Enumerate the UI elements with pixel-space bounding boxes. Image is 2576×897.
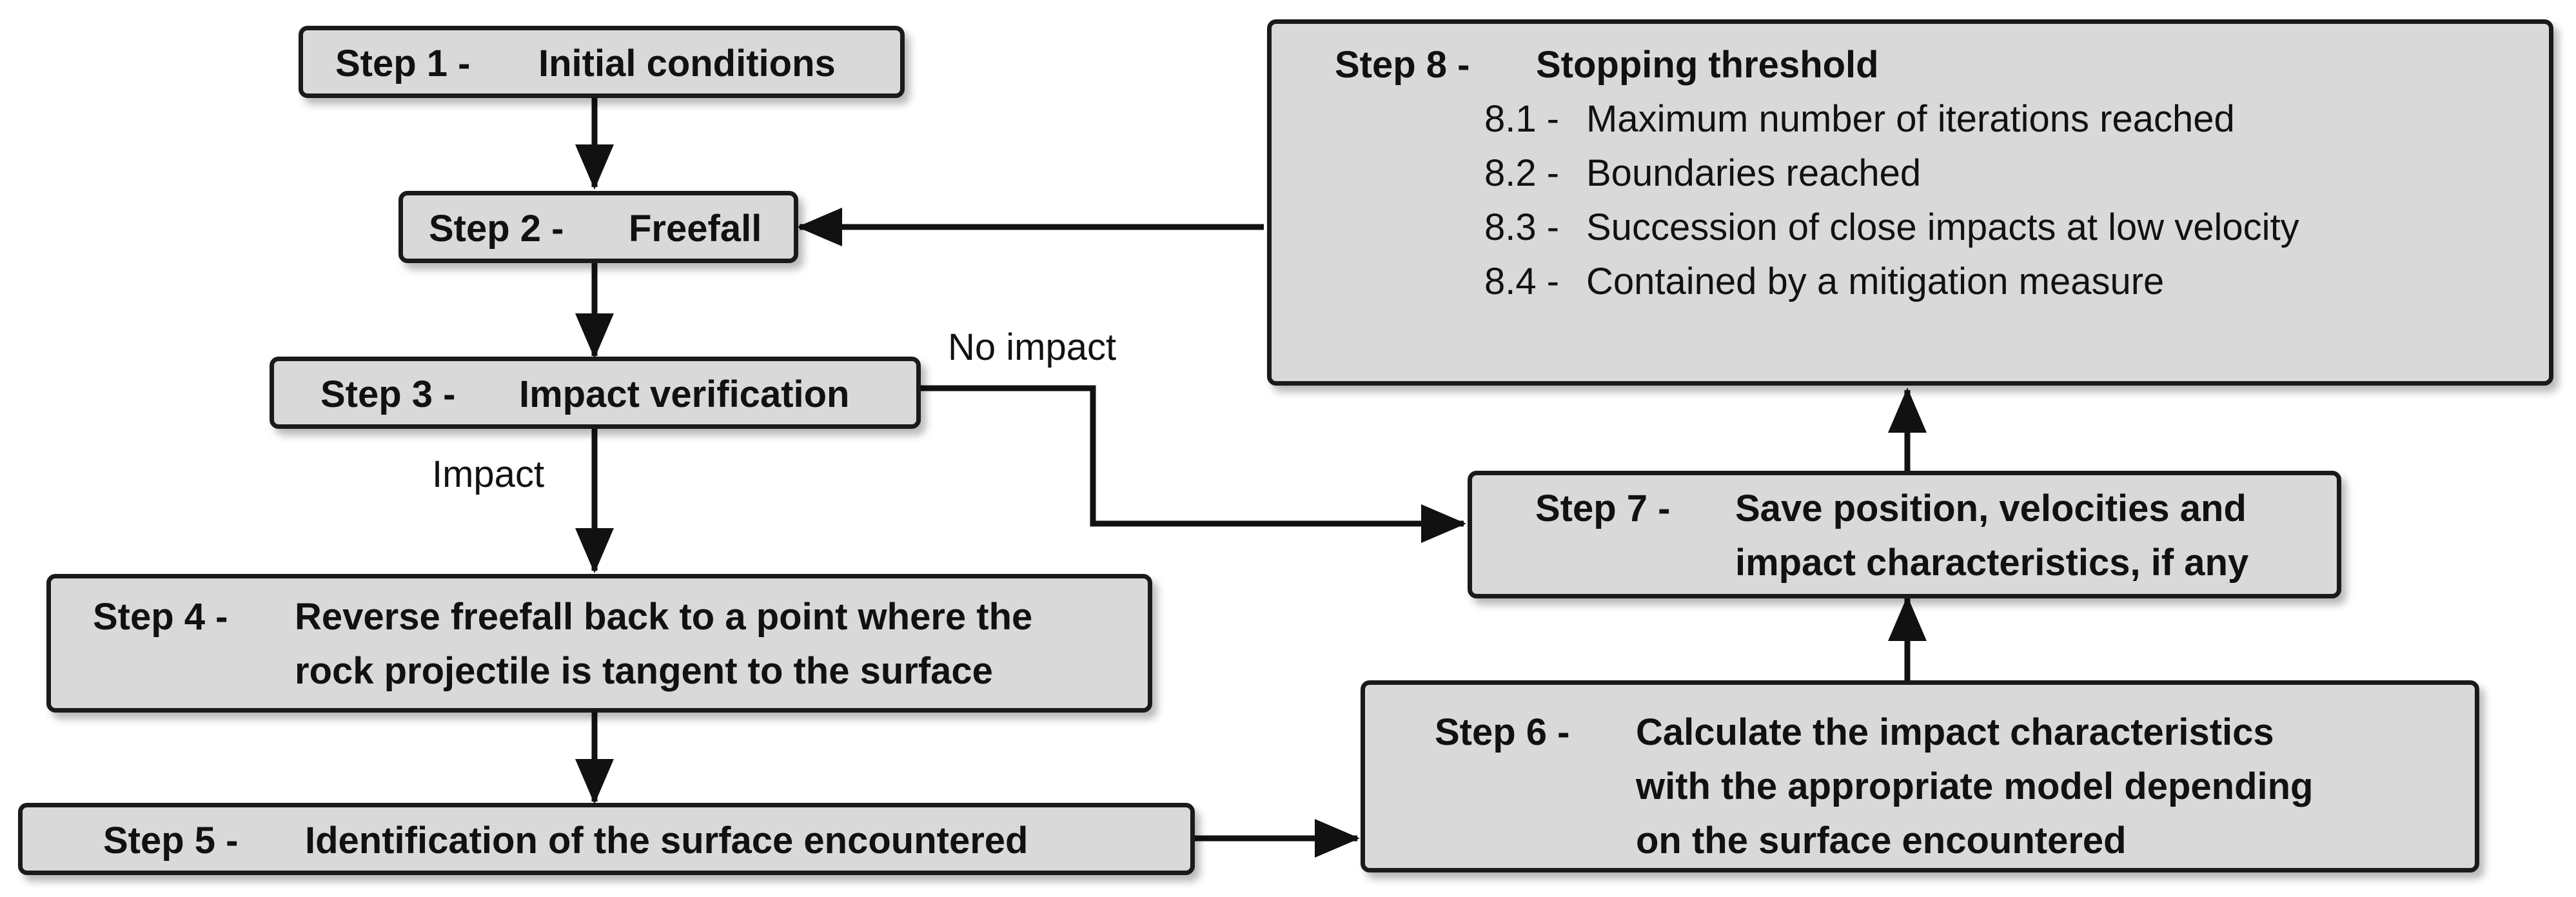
- step-8-item-text: Contained by a mitigation measure: [1586, 261, 2165, 302]
- step-3-box: Step 3 - Impact verification: [270, 357, 921, 429]
- step-6-line-1: Calculate the impact characteristics: [1636, 711, 2274, 753]
- step-2-text: Freefall: [629, 208, 762, 250]
- step-8-item-number: 8.1 -: [1484, 98, 1560, 140]
- step-1-number: Step 1 -: [335, 43, 471, 84]
- step-8-item-number: 8.2 -: [1484, 152, 1560, 194]
- step-8-item-text: Maximum number of iterations reached: [1586, 98, 2235, 140]
- step-8-item-text: Succession of close impacts at low veloc…: [1586, 206, 2299, 248]
- step-6-line-3: on the surface encountered: [1636, 820, 2127, 862]
- step-1-box: Step 1 - Initial conditions: [299, 26, 905, 98]
- step-3-text: Impact verification: [519, 373, 850, 415]
- step-2-box: Step 2 - Freefall: [398, 191, 798, 263]
- step-2-number: Step 2 -: [429, 208, 564, 250]
- step-3-number: Step 3 -: [320, 373, 456, 415]
- step-4-number: Step 4 -: [93, 596, 228, 638]
- step-6-line-2: with the appropriate model depending: [1636, 765, 2314, 807]
- edge-label-impact: Impact: [432, 453, 545, 495]
- step-8-item-text: Boundaries reached: [1586, 152, 1922, 194]
- edge-3-7-no-impact: [919, 385, 1466, 543]
- step-7-number: Step 7 -: [1535, 488, 1671, 529]
- step-7-box: Step 7 - Save position, velocities and i…: [1468, 471, 2341, 598]
- step-7-line-2: impact characteristics, if any: [1735, 542, 2249, 584]
- step-6-number: Step 6 -: [1435, 711, 1570, 753]
- step-6-box: Step 6 - Calculate the impact characteri…: [1361, 680, 2479, 872]
- step-8-number: Step 8 -: [1335, 44, 1470, 86]
- step-8-title: Stopping threshold: [1536, 44, 1879, 86]
- step-5-box: Step 5 - Identification of the surface e…: [18, 803, 1195, 875]
- step-4-line-1: Reverse freefall back to a point where t…: [295, 596, 1033, 638]
- step-8-item-number: 8.3 -: [1484, 206, 1560, 248]
- step-4-box: Step 4 - Reverse freefall back to a poin…: [46, 574, 1152, 713]
- step-5-text: Identification of the surface encountere…: [305, 820, 1028, 862]
- step-4-line-2: rock projectile is tangent to the surfac…: [295, 650, 993, 692]
- step-7-line-1: Save position, velocities and: [1735, 488, 2247, 529]
- step-5-number: Step 5 -: [103, 820, 239, 862]
- step-1-text: Initial conditions: [538, 43, 836, 84]
- step-8-item-number: 8.4 -: [1484, 261, 1560, 302]
- edge-label-no-impact: No impact: [948, 326, 1117, 368]
- step-8-box: Step 8 - Stopping threshold 8.1 - Maximu…: [1267, 19, 2553, 386]
